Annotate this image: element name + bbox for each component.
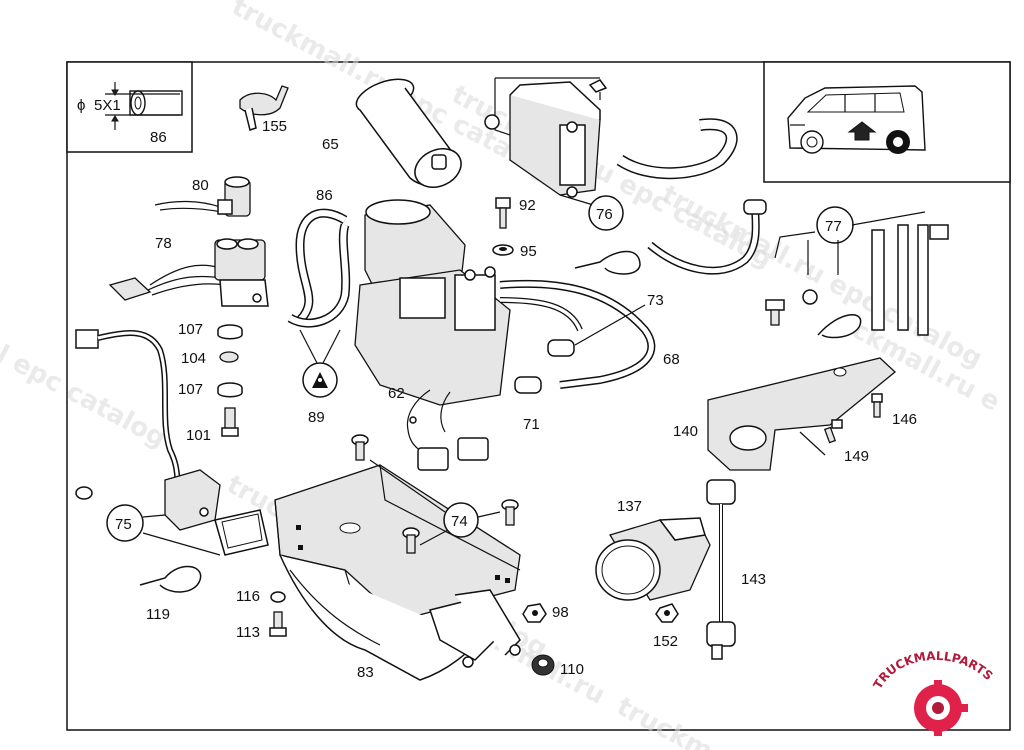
line-kit-77: 77 [765,206,949,339]
callout-98: 98 [552,604,569,621]
callout-89: 89 [308,409,325,426]
hardware-stack: 107 104 107 101 [178,321,243,444]
air-lines-68-73: 73 68 71 [499,279,680,433]
dimension-label: 5X1 [94,97,121,114]
callout-140: 140 [673,423,698,440]
bracket-140: 140 146 149 [673,357,917,471]
callout-107: 107 [178,321,203,338]
fasteners-113-116: 116 113 [236,588,287,641]
callout-104: 104 [181,350,206,367]
callout-146: 146 [892,411,917,428]
callout-62: 62 [388,385,405,402]
callout-143: 143 [741,571,766,588]
callout-137: 137 [617,498,642,515]
callout-152: 152 [653,633,678,650]
callout-86: 86 [150,129,167,146]
callout-113: 113 [236,624,260,641]
level-sensor-137: 137 143 152 [595,479,766,660]
callout-77: 77 [825,218,842,235]
crossmember-74: 74 83 [274,434,521,681]
callout-119: 119 [146,606,170,623]
control-unit-75: 75 119 [75,329,269,623]
watermark: truckmall.ru epc catalog [657,180,987,375]
callout-71: 71 [523,416,540,433]
clip-155: 155 [239,85,289,135]
bracket-89: 89 [299,329,341,426]
bolt-92: 92 [495,197,536,229]
watermark: l epc catalog [0,340,171,454]
callout-92: 92 [519,197,536,214]
callout-95: 95 [520,243,537,260]
callout-74: 74 [451,513,468,530]
callout-75: 75 [115,516,132,533]
nuts-98-110: 98 110 [522,603,584,678]
callout-65: 65 [322,136,339,153]
watermark: truckmal [612,692,741,750]
brand-logo: TRUCKMALLPARTS [870,649,996,736]
hose-86: 86 [287,187,351,328]
callout-68: 68 [663,351,680,368]
callout-116: 116 [236,588,260,605]
callout-78: 78 [155,235,172,252]
vehicle-locator-inset [763,61,1011,183]
filter-65: 65 [322,78,462,188]
callout-73: 73 [647,292,664,309]
callout-86: 86 [316,187,333,204]
callout-149: 149 [844,448,869,465]
callout-80: 80 [192,177,209,194]
callout-101: 101 [186,427,211,444]
callout-107: 107 [178,381,203,398]
diameter-symbol: ϕ [77,97,85,114]
reservoir-76: 76 [484,77,738,231]
callout-83: 83 [357,664,374,681]
compressor-62: 62 [354,199,511,471]
callout-155: 155 [262,118,287,135]
callout-76: 76 [596,206,613,223]
solenoid-80: 80 [154,176,251,217]
pipe-clip [574,199,767,275]
washer-95: 95 [492,243,537,260]
diagram-frame [66,61,1011,731]
callout-110: 110 [560,661,584,678]
hose-dimension-inset: ϕ 5X1 86 [66,61,193,153]
watermark: truckmall.ru epc catalog [447,80,777,275]
valve-block-78: 78 [108,235,269,307]
